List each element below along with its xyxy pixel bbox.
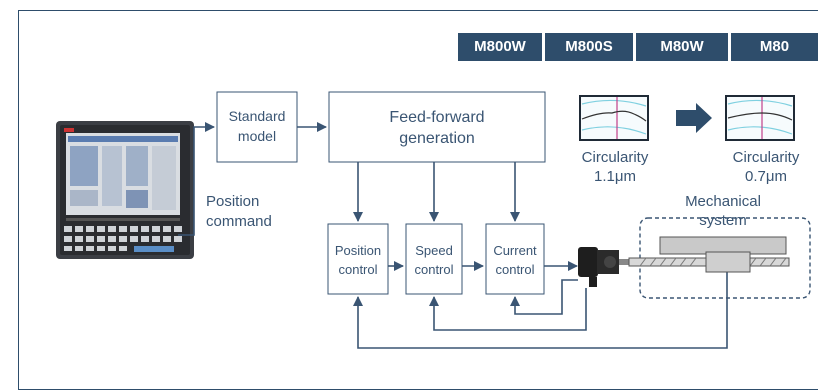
circularity-before-label: Circularity: [582, 149, 649, 166]
position-control-label-line1: Position: [335, 243, 381, 258]
current-control-label-line1: Current: [493, 243, 537, 258]
control-block-diagram: Position command Standard model Feed-for…: [56, 91, 811, 349]
mechanical-system-label-line1: Mechanical: [685, 193, 761, 210]
current-control-label-line2: control: [495, 262, 534, 277]
cnc-to-standard-model-arrow: [178, 122, 215, 236]
standard-model-label-line1: Standard: [229, 108, 286, 124]
circularity-before-value: 1.1μm: [594, 168, 636, 185]
circularity-graph-after: [725, 95, 795, 141]
arrow-right-icon: [676, 103, 712, 133]
position-command-label-line1: Position: [206, 193, 259, 210]
model-tab-m800s: M800S: [545, 33, 633, 61]
circularity-after-label: Circularity: [733, 149, 800, 166]
circularity-graph-before: [579, 95, 649, 141]
feed-forward-block: [328, 91, 546, 163]
model-tab-m80w: M80W: [636, 33, 728, 61]
servo-motor-icon: [578, 247, 629, 287]
position-control-block: [327, 223, 389, 295]
model-tab-m80: M80: [731, 33, 818, 61]
speed-control-block: [405, 223, 463, 295]
mechanical-system-label-line2: system: [699, 212, 747, 229]
model-tab-m800w: M800W: [458, 33, 542, 61]
speed-control-label-line2: control: [414, 262, 453, 277]
position-feedback-loop: [353, 270, 728, 349]
position-command-label-line2: command: [206, 213, 272, 230]
standard-model-label-line2: model: [238, 128, 276, 144]
current-feedback-loop: [510, 279, 578, 315]
speed-feedback-loop: [429, 288, 587, 331]
cnc-control-panel-icon: [56, 121, 194, 259]
circularity-after-value: 0.7μm: [745, 168, 787, 185]
current-control-block: [485, 223, 545, 295]
feed-forward-label-line1: Feed-forward: [389, 109, 484, 126]
feed-forward-label-line2: generation: [399, 130, 475, 147]
speed-control-label-line1: Speed: [415, 243, 453, 258]
position-control-label-line2: control: [338, 262, 377, 277]
ball-screw-stage-icon: [628, 236, 790, 273]
standard-model-block: [216, 91, 298, 163]
